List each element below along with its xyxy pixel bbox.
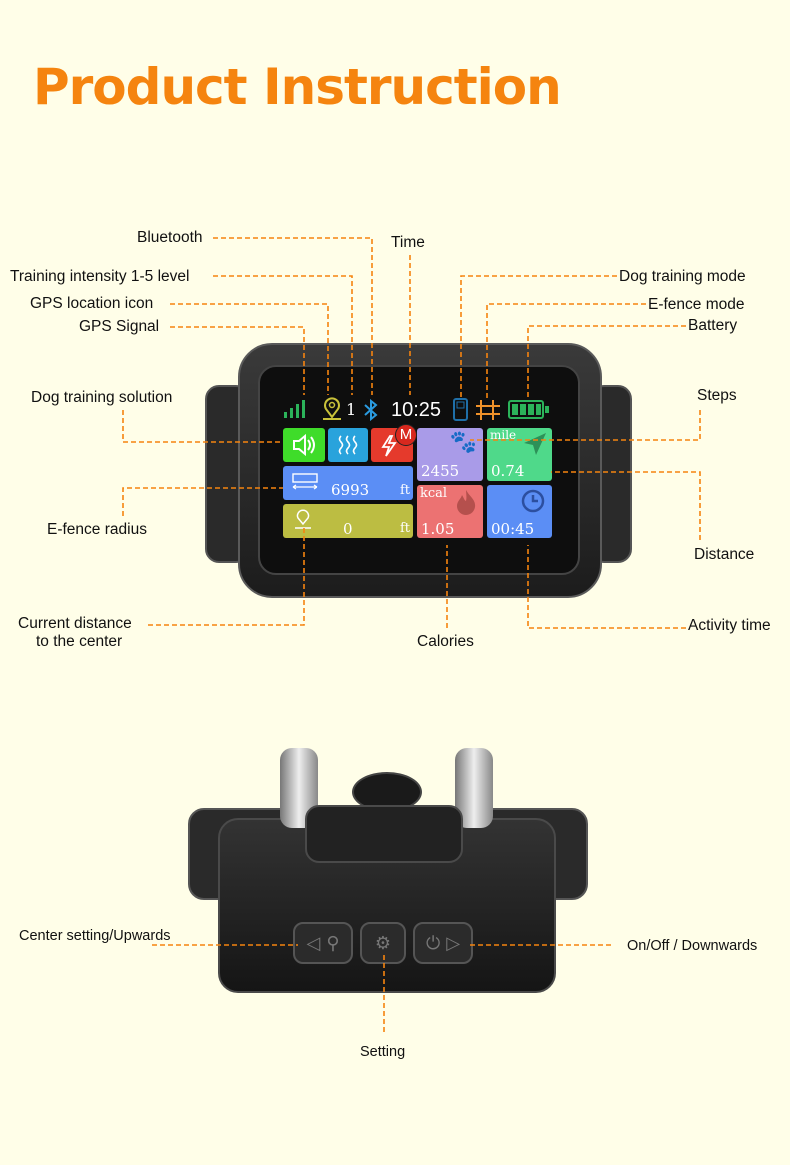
vibrate-mode-tile bbox=[328, 428, 368, 462]
sound-mode-tile bbox=[283, 428, 325, 462]
up-arrow-icon: ◁ bbox=[306, 932, 321, 953]
label-steps: Steps bbox=[697, 387, 737, 404]
gps-signal-icon bbox=[284, 400, 305, 418]
label-battery: Battery bbox=[688, 317, 738, 334]
gear-icon: ⚙ bbox=[374, 932, 392, 953]
steps-tile: 🐾 2455 bbox=[417, 428, 483, 481]
label-on-off: On/Off / Downwards bbox=[627, 938, 758, 954]
activity-time-value: 00:45 bbox=[491, 520, 535, 538]
label-current-distance-2: to the center bbox=[36, 633, 123, 650]
gps-location-icon bbox=[323, 397, 341, 420]
down-arrow-icon: ▷ bbox=[446, 932, 461, 953]
label-dog-training-solution: Dog training solution bbox=[31, 389, 173, 406]
label-time: Time bbox=[391, 234, 425, 251]
label-bluetooth: Bluetooth bbox=[137, 229, 203, 246]
location-pin-icon bbox=[295, 509, 311, 529]
label-efence-radius: E-fence radius bbox=[47, 521, 147, 538]
activity-time-tile: 00:45 bbox=[487, 485, 552, 538]
label-setting: Setting bbox=[360, 1044, 406, 1060]
label-training-intensity: Training intensity 1-5 level bbox=[10, 268, 190, 285]
label-calories: Calories bbox=[417, 633, 474, 650]
center-distance-tile: 0 ft bbox=[283, 504, 413, 538]
calories-value: 1.05 bbox=[421, 520, 455, 538]
distance-unit: mile bbox=[490, 428, 517, 442]
label-distance: Distance bbox=[694, 546, 755, 563]
paw-icon: 🐾 bbox=[449, 430, 477, 455]
label-efence-mode: E-fence mode bbox=[648, 296, 745, 313]
pin-icon: ⚲ bbox=[326, 932, 340, 953]
efence-radius-unit: ft bbox=[399, 483, 410, 498]
manual-mode-badge: M bbox=[395, 424, 417, 446]
efence-radius-tile: 6993 ft bbox=[283, 466, 413, 500]
bluetooth-icon bbox=[364, 398, 378, 422]
label-dog-training-mode: Dog training mode bbox=[619, 268, 746, 285]
lightning-icon bbox=[381, 435, 397, 457]
center-distance-value: 0 bbox=[343, 520, 353, 538]
distance-value: 0.74 bbox=[491, 462, 525, 480]
calories-unit: kcal bbox=[420, 486, 448, 501]
flame-icon bbox=[457, 490, 476, 515]
power-downwards-button[interactable]: ⏻▷ bbox=[413, 922, 473, 964]
top-cover bbox=[305, 805, 463, 863]
label-center-setting: Center setting/Upwards bbox=[19, 928, 171, 944]
vibration-icon bbox=[338, 435, 358, 455]
setting-button[interactable]: ⚙ bbox=[360, 922, 406, 964]
efence-mode-icon bbox=[476, 400, 500, 420]
speaker-icon bbox=[293, 433, 315, 457]
center-upwards-button[interactable]: ◁⚲ bbox=[293, 922, 353, 964]
label-current-distance-1: Current distance bbox=[18, 615, 132, 632]
label-gps-signal: GPS Signal bbox=[79, 318, 160, 335]
center-distance-unit: ft bbox=[399, 521, 410, 536]
label-gps-location-icon: GPS location icon bbox=[30, 295, 154, 312]
clock-icon bbox=[521, 489, 545, 513]
distance-tile: mile 0.74 bbox=[487, 428, 552, 481]
battery-icon bbox=[508, 400, 549, 419]
power-icon: ⏻ bbox=[425, 932, 441, 953]
efence-radius-value: 6993 bbox=[331, 481, 370, 499]
paper-plane-icon bbox=[524, 433, 546, 455]
dog-training-mode-icon bbox=[453, 398, 468, 421]
label-activity-time: Activity time bbox=[688, 617, 771, 634]
screen-time: 10:25 bbox=[391, 399, 442, 421]
calories-tile: kcal 1.05 bbox=[417, 485, 483, 538]
page-title: Product Instruction bbox=[33, 58, 562, 116]
steps-value: 2455 bbox=[421, 462, 460, 480]
ruler-icon bbox=[292, 473, 318, 490]
intensity-level: 1 bbox=[346, 400, 357, 419]
